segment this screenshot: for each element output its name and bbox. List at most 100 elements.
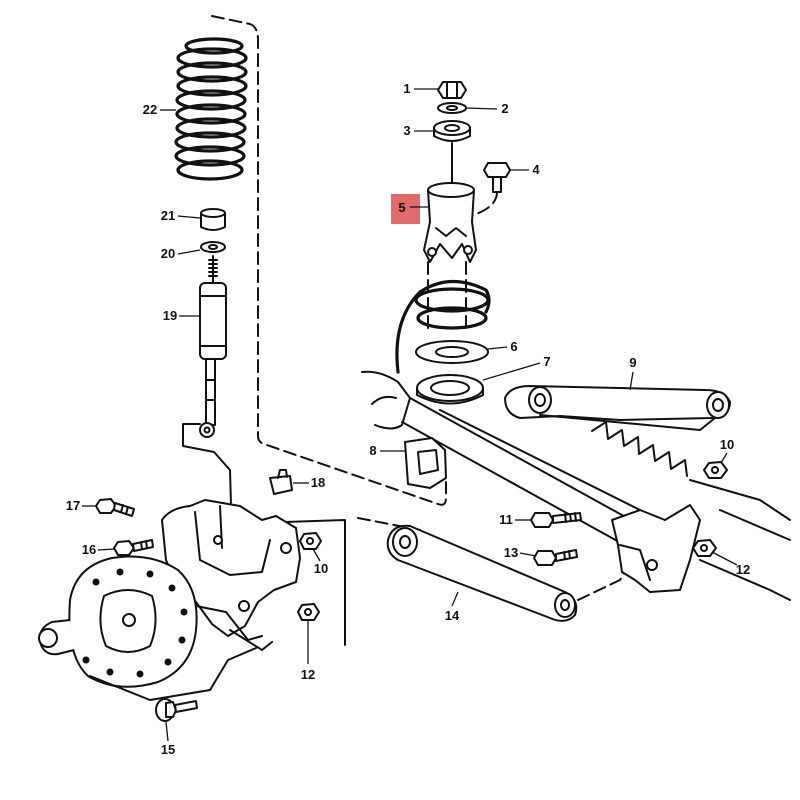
bolt-16-head <box>113 540 135 556</box>
lower-control-arm <box>386 524 578 622</box>
knuckle-hole-upper <box>280 542 292 554</box>
spring-coil <box>175 103 247 125</box>
bolt-4 <box>483 162 511 193</box>
upper-mount-stud-left <box>427 247 437 257</box>
axle-flange <box>38 628 58 648</box>
bolt-17-thread <box>120 504 129 515</box>
nut-10-left-hole <box>306 537 314 545</box>
bolt-11-thread <box>564 512 577 523</box>
callout-15: 15 <box>161 742 175 757</box>
shock-lower-rod <box>205 358 216 426</box>
leader-9 <box>629 371 634 391</box>
callout-10-left: 10 <box>314 561 328 576</box>
callout-22: 22 <box>143 102 157 117</box>
spring-coil <box>176 47 248 69</box>
bolt-17-shank <box>113 502 135 517</box>
lower-arm-body <box>386 524 578 622</box>
subframe-rails <box>361 370 791 601</box>
differential-flange-lines <box>89 605 273 701</box>
dashed-guide-lower-arm <box>357 517 421 531</box>
bolt-15-shank <box>174 700 198 713</box>
spring-coil <box>175 117 247 139</box>
callout-1: 1 <box>403 81 410 96</box>
bushing-3 <box>433 120 471 142</box>
subframe-left-piece <box>361 370 411 430</box>
callout-4: 4 <box>532 162 540 177</box>
bolt-13-head <box>533 550 557 566</box>
nut-12-right-hole <box>700 544 708 552</box>
coil-spring-22 <box>174 37 248 181</box>
leader-7 <box>482 362 541 381</box>
callout-12-left: 12 <box>301 667 315 682</box>
callout-9: 9 <box>629 355 636 370</box>
nut-10-right <box>703 461 728 479</box>
callout-5-highlight <box>391 194 420 224</box>
dashed-guide-bolt4 <box>469 191 498 217</box>
leader-13 <box>519 552 537 557</box>
spring-coil <box>184 37 244 55</box>
leader-14 <box>451 591 459 607</box>
bolt-13 <box>533 549 578 566</box>
bushing-3-hole <box>444 124 460 132</box>
bolt-4-shank <box>492 176 502 193</box>
upper-arm-bushing-front-hole <box>534 393 546 407</box>
lower-arm-bushing-front-hole <box>399 535 411 549</box>
spring-coil <box>174 131 246 153</box>
spring-coil <box>174 145 246 167</box>
leader-20 <box>177 249 201 255</box>
callout-10-right: 10 <box>720 437 734 452</box>
tower-spring-coil-lower <box>416 306 488 330</box>
spring-seat-hole <box>435 346 469 358</box>
washer-2-hole <box>446 105 458 111</box>
leader-6 <box>487 346 508 350</box>
callout-20: 20 <box>161 246 175 261</box>
nut-1-facets <box>446 81 458 99</box>
callout-7: 7 <box>543 354 550 369</box>
callout-5: 5 <box>398 200 405 215</box>
shock-lower-eye-hole <box>203 426 211 434</box>
spring-tower <box>395 279 491 374</box>
upper-control-arm <box>504 385 731 431</box>
differential-bolts <box>82 568 188 678</box>
upper-arm-flange <box>539 414 716 431</box>
nut-10-right-hole <box>711 466 719 474</box>
guide-lines <box>182 15 633 646</box>
knuckle-hole-mid <box>213 535 223 545</box>
callouts: 1 2 3 4 5 6 7 8 9 10 10 11 12 12 13 14 1 <box>66 81 750 757</box>
callout-21: 21 <box>161 208 175 223</box>
callout-14: 14 <box>445 608 460 623</box>
housing-bolt <box>82 656 90 664</box>
nut-10-left <box>299 532 322 550</box>
housing-bolt <box>180 608 188 616</box>
callout-6: 6 <box>510 339 517 354</box>
callout-19: 19 <box>163 308 177 323</box>
bump-stop-body <box>404 437 447 489</box>
spring-coil <box>176 159 244 181</box>
callout-12-right: 12 <box>736 562 750 577</box>
callout-8: 8 <box>369 443 376 458</box>
upper-mount-top <box>427 182 475 198</box>
housing-bolt <box>136 670 144 678</box>
housing-bolt <box>146 570 154 578</box>
leader-16 <box>97 548 116 551</box>
spring-seat-6 <box>415 340 489 364</box>
housing-bolt <box>106 668 114 676</box>
housing-bolt <box>168 584 176 592</box>
upper-arm-bushing-rear-hole <box>712 398 724 412</box>
callout-16: 16 <box>82 542 96 557</box>
shock-body <box>199 282 227 360</box>
subframe-diagonal-rails <box>401 397 661 549</box>
bump-bushing-21 <box>200 208 226 231</box>
differential-fill-plug <box>122 613 136 627</box>
leader-21 <box>177 215 201 219</box>
bolt-16-thread <box>140 540 148 550</box>
nut-1-hex <box>437 81 467 99</box>
washer-20 <box>200 241 226 253</box>
upper-mount-body <box>423 189 477 263</box>
nut-12-right <box>692 539 717 557</box>
isolator-ring-hole <box>430 380 470 396</box>
bolt-16 <box>113 539 154 556</box>
washer-2 <box>437 102 467 114</box>
shock-bracket-outline <box>182 423 233 541</box>
nut-1 <box>437 81 467 99</box>
